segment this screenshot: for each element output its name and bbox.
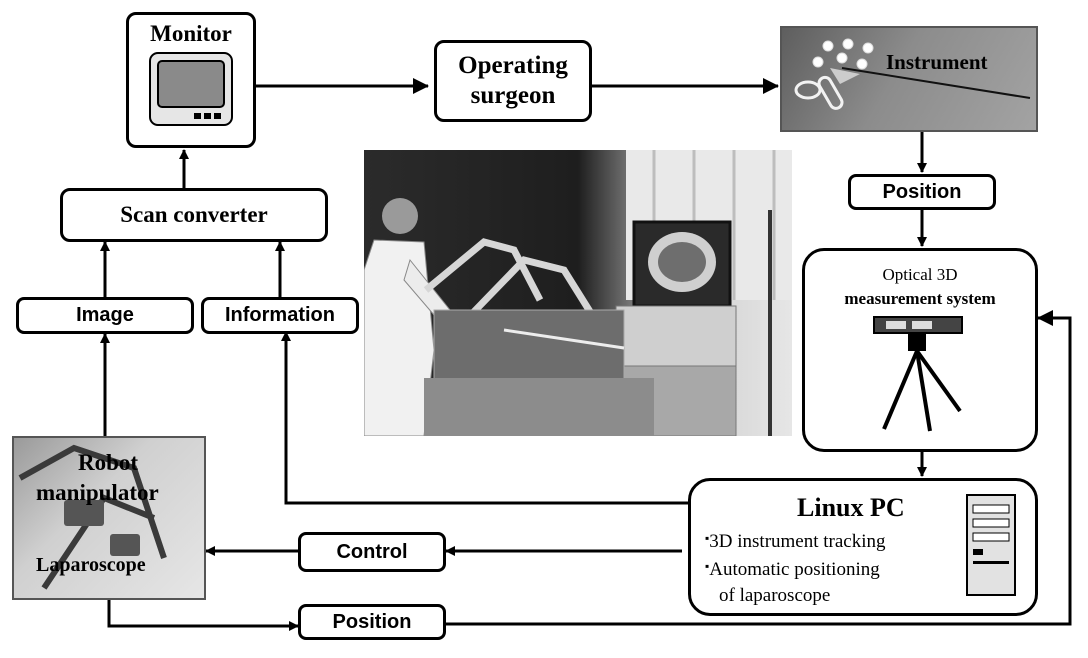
lab-scene-illustration (364, 150, 792, 436)
control-node: Control (298, 532, 446, 572)
arrow-linuxpc-to-info (281, 331, 688, 505)
operating-surgeon-label-line1: Operating (458, 52, 568, 79)
position-top-node: Position (848, 174, 996, 210)
linux-item1: ▪3D instrument tracking (705, 531, 886, 553)
control-label: Control (336, 540, 408, 563)
linux-item2-line2: of laparoscope (719, 585, 831, 606)
robot-arm-illustration (18, 444, 167, 590)
operating-surgeon-node: Operating surgeon (434, 40, 592, 122)
linux-item1-text: 3D instrument tracking (709, 531, 886, 552)
linux-pc-label: Linux PC (797, 493, 905, 522)
scan-converter-node: Scan converter (60, 188, 328, 242)
optical-label-line2: measurement system (844, 289, 996, 308)
bullet-icon: ▪ (705, 559, 710, 573)
lab-setup-photo (364, 150, 792, 436)
position-bottom-node: Position (298, 604, 446, 640)
computer-tower-icon (966, 494, 1016, 596)
instrument-icon (794, 38, 1031, 110)
optical-3d-node: Optical 3D measurement system (802, 248, 1038, 452)
image-label: Image (76, 304, 134, 326)
linux-item2: ▪Automatic positioning (705, 559, 880, 581)
monitor-icon (149, 52, 233, 126)
monitor-node: Monitor (126, 12, 256, 148)
monitor-label: Monitor (150, 21, 232, 46)
operating-surgeon-label-line2: surgeon (470, 82, 556, 109)
scan-converter-label: Scan converter (120, 202, 268, 227)
robot-manipulator-photo: Robot manipulator Laparoscope (12, 436, 206, 600)
laparoscope-label: Laparoscope (36, 554, 146, 576)
robot-label-line1: Robot (78, 450, 139, 475)
arrow-robot-to-position (107, 600, 299, 631)
information-node: Information (201, 297, 359, 334)
arrow-position-to-optical-loop (446, 310, 1072, 626)
image-node: Image (16, 297, 194, 334)
linux-pc-node: Linux PC ▪3D instrument tracking ▪Automa… (688, 478, 1038, 616)
optical-label-line1: Optical 3D (882, 265, 958, 284)
bullet-icon: ▪ (705, 531, 710, 545)
linux-item2-text-line1: Automatic positioning (709, 559, 880, 580)
robot-label-line2: manipulator (36, 480, 159, 505)
information-label: Information (225, 304, 335, 326)
position-bottom-label: Position (332, 610, 412, 633)
instrument-label: Instrument (886, 50, 988, 74)
tripod-camera-icon (873, 316, 963, 432)
position-top-label: Position (882, 180, 962, 203)
instrument-photo: Instrument (780, 26, 1038, 132)
